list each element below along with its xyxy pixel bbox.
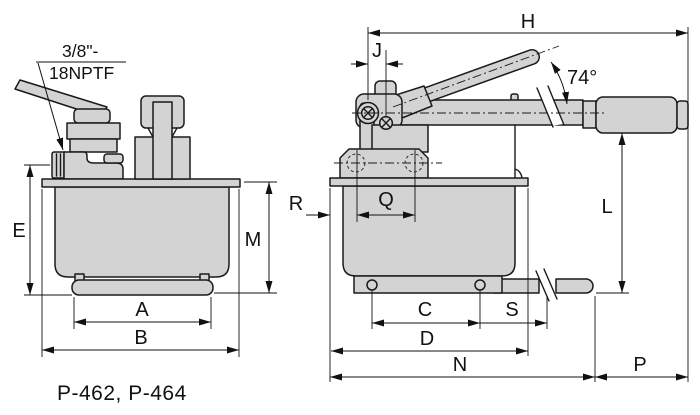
beam-bracket-post: [152, 101, 173, 180]
dim-label-A: A: [135, 299, 149, 321]
dim-R: R: [289, 193, 330, 219]
dim-J: J: [351, 40, 403, 68]
dim-label-N: N: [453, 354, 467, 376]
plate-lip-curl: [514, 168, 523, 179]
dim-B: B: [42, 327, 239, 354]
arm-break-lines: [536, 85, 565, 128]
link-pin-cross: [381, 118, 391, 128]
mounting-hole-right: [474, 279, 486, 291]
mounting-hole-left: [366, 279, 378, 291]
dim-label-Q: Q: [378, 189, 394, 211]
dim-N: N: [330, 354, 595, 381]
handle-grip: [595, 96, 678, 134]
port-thread-line1: 3/8"-: [62, 41, 99, 61]
valve-body-tier2: [69, 138, 118, 153]
dim-A: A: [74, 299, 211, 326]
reservoir-front: [54, 186, 230, 278]
dim-P: P: [595, 354, 688, 381]
dim-label-S: S: [505, 299, 518, 321]
cover-plate-front: [41, 178, 241, 188]
angle-label: 74°: [567, 67, 597, 89]
base-plate: [353, 275, 503, 294]
reservoir-side: [342, 185, 516, 277]
cylinder-block: [371, 124, 429, 153]
dim-S: S: [480, 299, 547, 327]
arm-break-gap: [538, 87, 563, 126]
release-valve-cap: [73, 108, 111, 124]
dim-M: M: [245, 182, 273, 293]
dim-label-E: E: [12, 220, 25, 242]
dim-label-C: C: [418, 299, 432, 321]
release-lever: [14, 79, 108, 118]
extension-lines-front: [24, 164, 277, 357]
raised-handle-centerline: [392, 45, 560, 108]
centerlines: [334, 45, 606, 164]
dim-label-H: H: [521, 11, 535, 33]
model-label: P-462, P-464: [57, 382, 187, 405]
dim-Q: Q: [357, 189, 415, 219]
cover-plate-side: [329, 177, 529, 187]
beam-bracket-chamfers: [147, 127, 178, 138]
dim-label-B: B: [134, 327, 147, 349]
dim-label-J: J: [372, 40, 382, 62]
front-view: [14, 79, 241, 296]
pivot-pin-cross: [363, 108, 373, 118]
grip-collar: [582, 100, 597, 129]
dim-D: D: [331, 328, 528, 355]
angle-callout: 74°: [550, 61, 597, 105]
dim-label-L: L: [601, 196, 612, 218]
dim-E: E: [12, 165, 34, 295]
dim-label-D: D: [420, 328, 434, 350]
stowed-handle-tip: [555, 278, 594, 294]
dimensions: E M A B H J Q R: [12, 11, 689, 382]
pump-head-boss: [103, 153, 124, 164]
side-view: [329, 49, 689, 302]
valve-body-tier1: [66, 122, 121, 140]
dim-L: L: [601, 133, 626, 293]
pump-head: [63, 151, 124, 180]
dim-label-R: R: [289, 193, 303, 215]
grip-end-cap: [676, 100, 689, 130]
dim-H: H: [368, 11, 688, 37]
base-pad: [71, 279, 214, 296]
dim-label-P: P: [633, 354, 646, 376]
port-thread-callout: 3/8"- 18NPTF: [36, 41, 126, 151]
stowed-handle-break-gap: [538, 270, 557, 299]
dim-label-M: M: [245, 229, 262, 251]
port-thread-line2: 18NPTF: [49, 63, 114, 83]
dim-C: C: [372, 299, 480, 327]
